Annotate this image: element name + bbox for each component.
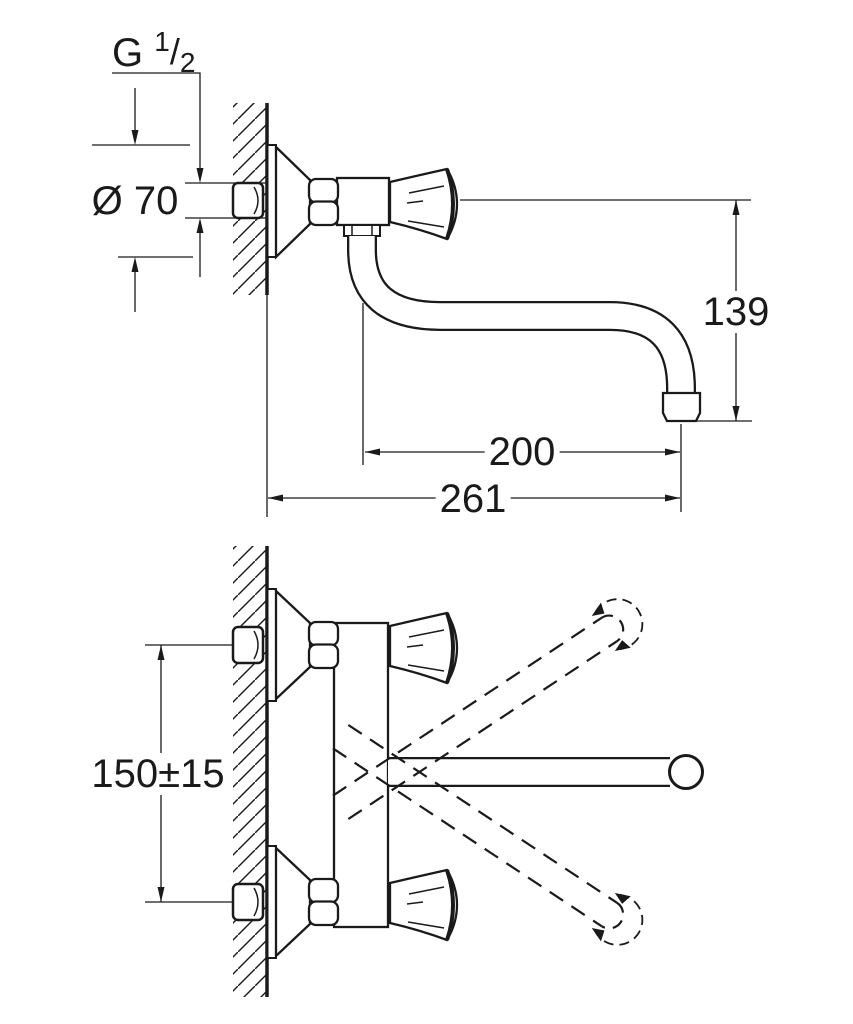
spout-plan-view xyxy=(388,754,704,790)
spout-swivel-up xyxy=(332,598,644,820)
dim-flange-diameter xyxy=(92,88,193,312)
supply-connections-plan-view xyxy=(231,625,265,922)
spout-side-view xyxy=(347,236,702,423)
hex-nut-side-view xyxy=(307,177,340,227)
valve-body-side-view xyxy=(335,176,391,227)
thread-denominator: 2 xyxy=(179,47,196,78)
dim-spout-reach xyxy=(362,303,682,512)
wall-hatch-side-view xyxy=(233,103,269,517)
escutcheon-side-view xyxy=(266,144,312,260)
spout-outlet xyxy=(661,391,702,423)
swivel-arrow-down xyxy=(594,894,644,946)
upper-handle xyxy=(388,611,459,685)
dimension-label-overall-projection: 261 xyxy=(435,478,511,520)
spout-swivel-down xyxy=(332,724,644,946)
dimension-label-spout-reach: 200 xyxy=(484,431,560,473)
dim-thread-leader xyxy=(112,72,204,277)
side-view xyxy=(92,72,752,517)
swivel-arrow-up xyxy=(594,598,644,650)
plan-view xyxy=(145,546,704,997)
faucet-body-plan-view xyxy=(332,621,390,929)
wall-hatch-plan-view xyxy=(233,546,269,997)
dimension-label-connection-spacing: 150±15 xyxy=(87,753,229,795)
thread-numerator: 1 xyxy=(154,26,170,57)
dimension-label-spout-drop: 139 xyxy=(698,291,774,333)
lower-escutcheon xyxy=(266,845,340,959)
dimension-label-thread: G 1/2 xyxy=(112,28,195,77)
spout-end-cap xyxy=(668,754,704,790)
handle-side-view xyxy=(388,167,459,241)
thread-slash: / xyxy=(169,31,180,72)
spout-collar xyxy=(343,224,381,237)
upper-escutcheon xyxy=(266,588,340,702)
dimension-label-flange-diameter: Ø 70 xyxy=(91,179,179,223)
thread-prefix: G xyxy=(112,31,144,75)
supply-connection-side-view xyxy=(231,181,265,220)
lower-handle xyxy=(388,868,459,942)
